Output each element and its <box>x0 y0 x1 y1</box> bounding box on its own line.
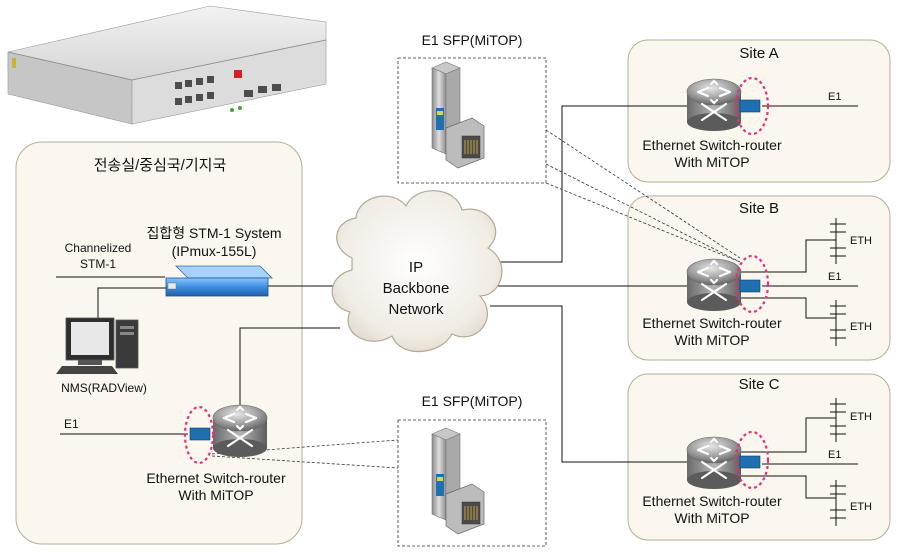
site-c-sfp-port <box>739 455 761 469</box>
stm1-mux-device <box>165 265 273 297</box>
central-router-label-line1: Ethernet Switch-router <box>146 470 286 486</box>
site-a-router-icon <box>685 77 743 133</box>
site-b-router-label-line2: With MiTOP <box>674 332 749 348</box>
site-c-eth1-label: ETH <box>850 411 872 423</box>
site-a-sfp-highlight <box>734 76 770 136</box>
site-c-router-icon <box>685 435 743 491</box>
sfp-top-title: E1 SFP(MiTOP) <box>422 32 523 48</box>
cloud-line3: Network <box>388 301 444 318</box>
site-a-title: Site A <box>739 45 778 62</box>
site-c-sfp-highlight <box>734 430 770 490</box>
site-b-eth2-label: ETH <box>850 321 872 333</box>
central-sfp-highlight <box>183 405 215 465</box>
site-a-e1-label: E1 <box>828 91 841 103</box>
stm1-system-model: (IPmux-155L) <box>172 243 257 259</box>
ip-backbone-cloud: IP Backbone Network <box>331 190 503 353</box>
site-b-eth1-label: ETH <box>850 235 872 247</box>
nms-computer-icon <box>56 317 139 374</box>
site-b-router-icon <box>685 257 743 313</box>
nms-label: NMS(RADView) <box>61 381 147 395</box>
site-a-router-label-line1: Ethernet Switch-router <box>642 137 782 153</box>
central-sfp-port <box>189 427 211 441</box>
cloud-line1: IP <box>409 259 423 276</box>
connection-lines <box>56 105 858 499</box>
site-c-eth2-label: ETH <box>850 501 872 513</box>
site-b-panel <box>627 195 891 361</box>
site-c-router-label-line1: Ethernet Switch-router <box>642 493 782 509</box>
site-b-title: Site B <box>739 200 779 217</box>
site-b-sfp-highlight <box>734 254 770 314</box>
site-b-e1-label: E1 <box>828 271 841 283</box>
sfp-bottom-title: E1 SFP(MiTOP) <box>422 393 523 409</box>
central-router-icon <box>211 403 269 459</box>
ipmux-chassis-image <box>7 5 327 125</box>
site-a-sfp-port <box>739 99 761 113</box>
channelized-label-line1: Channelized <box>65 241 132 255</box>
central-e1-label: E1 <box>64 417 79 431</box>
eth-taps <box>830 218 846 526</box>
site-b-router-label-line1: Ethernet Switch-router <box>642 315 782 331</box>
site-c-title: Site C <box>739 376 780 393</box>
site-c-router-label-line2: With MiTOP <box>674 510 749 526</box>
central-router-label-line2: With MiTOP <box>178 487 253 503</box>
channelized-label-line2: STM-1 <box>80 257 116 271</box>
site-a-router-label-line2: With MiTOP <box>674 154 749 170</box>
site-b-sfp-port <box>739 279 761 293</box>
central-office-title: 전송실/중심국/기지국 <box>94 157 227 174</box>
site-c-e1-label: E1 <box>828 449 841 461</box>
cloud-line2: Backbone <box>383 280 450 297</box>
stm1-system-title: 집합형 STM-1 System <box>146 225 281 241</box>
